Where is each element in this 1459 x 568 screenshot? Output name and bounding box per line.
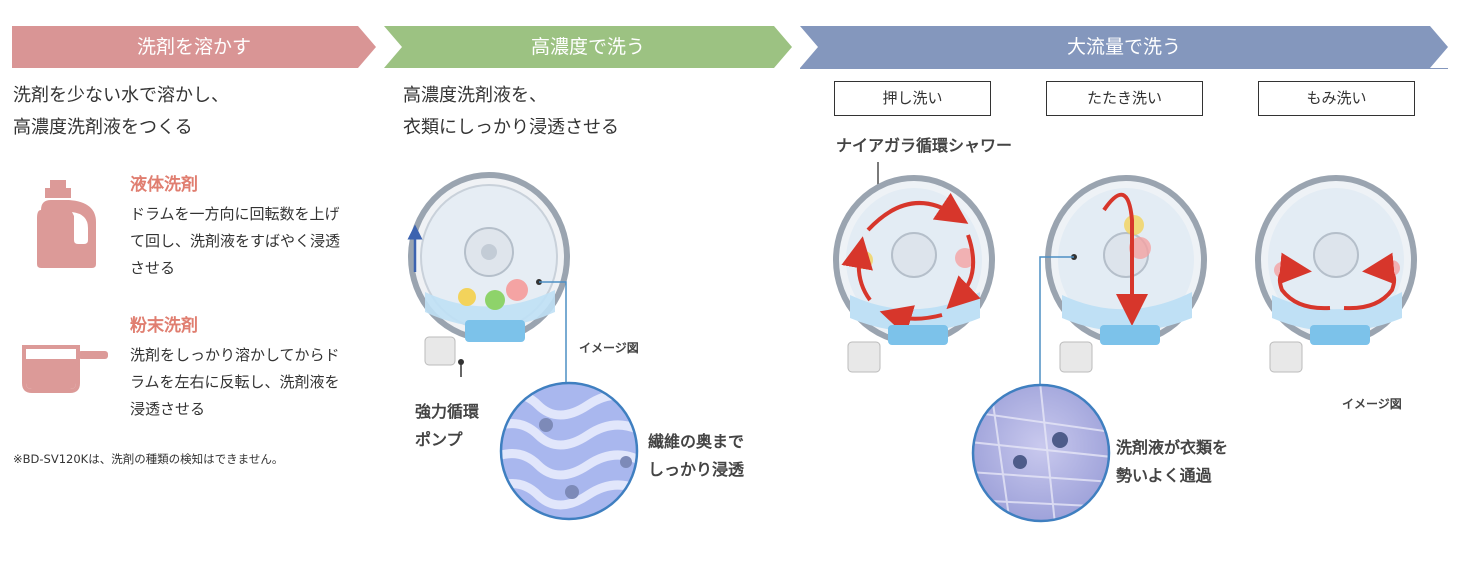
- banner-shape: [384, 26, 792, 68]
- leader-line: [536, 279, 567, 386]
- banner-underline: [800, 68, 1448, 69]
- step-label: 大流量で洗う: [1066, 36, 1181, 58]
- dissolve-lead: 洗剤を少ない水で溶かし、 高濃度洗剤液をつくる: [13, 80, 229, 144]
- liquid-text: ドラムを一方向に回転数を上げて回し、洗剤液をすばやく浸透させる: [130, 205, 341, 277]
- mode-knead-wash: もみ洗い: [1258, 81, 1415, 116]
- liquid-pass-image: [971, 383, 1111, 523]
- mode-press-wash: 押し洗い: [834, 81, 991, 116]
- shower-label: ナイアガラ循環シャワー: [836, 136, 1013, 155]
- pass-label: 洗剤液が衣類を 勢いよく通過: [1116, 434, 1228, 490]
- step-banner-flow: 大流量で洗う: [800, 26, 1448, 68]
- label-line: 強力循環: [415, 402, 480, 421]
- image-note: イメージ図: [1342, 397, 1402, 411]
- fiber-closeup-image: [499, 381, 639, 521]
- label-line: 洗剤液が衣類を: [1116, 438, 1229, 457]
- step-label: 高濃度で洗う: [530, 36, 645, 58]
- step-banner-dissolve: 洗剤を溶かす: [12, 26, 376, 68]
- mode-beat-wash: たたき洗い: [1046, 81, 1203, 116]
- liquid-detergent-icon: [37, 180, 96, 268]
- lead-line: 高濃度洗剤液を、: [403, 85, 547, 106]
- lead-line: 洗剤を少ない水で溶かし、: [13, 85, 229, 106]
- step-banner-concentrate: 高濃度で洗う: [384, 26, 792, 68]
- drum-illustration: [407, 172, 570, 377]
- powder-title: 粉末洗剤: [130, 316, 198, 336]
- label-line: 勢いよく通過: [1116, 466, 1212, 485]
- lead-line: 高濃度洗剤液をつくる: [13, 117, 193, 138]
- powder-text: 洗剤をしっかり溶かしてからドラムを左右に反転し、洗剤液を浸透させる: [130, 346, 340, 418]
- concentrate-lead: 高濃度洗剤液を、 衣類にしっかり浸透させる: [403, 80, 619, 144]
- image-note: イメージ図: [579, 341, 639, 355]
- label-line: ポンプ: [415, 430, 463, 449]
- drum-beat-wash: [1045, 175, 1207, 373]
- step-label: 洗剤を溶かす: [136, 36, 251, 58]
- drum-press-wash: [833, 175, 995, 373]
- banner-shape: [800, 26, 1448, 68]
- banner-shape: [12, 26, 376, 68]
- pump-label: 強力循環 ポンプ: [415, 398, 479, 454]
- model-note: ※BD-SV120Kは、洗剤の種類の検知はできません。: [13, 452, 284, 466]
- label-line: 繊維の奥まで: [648, 432, 745, 451]
- measuring-scoop-icon: [22, 345, 108, 393]
- lead-line: 衣類にしっかり浸透させる: [403, 117, 619, 138]
- label-line: しっかり浸透: [648, 460, 745, 479]
- drum-knead-wash: [1255, 175, 1417, 373]
- fiber-label: 繊維の奥まで しっかり浸透: [648, 428, 744, 484]
- pass-leader-line: [1039, 254, 1077, 386]
- liquid-title: 液体洗剤: [130, 175, 198, 195]
